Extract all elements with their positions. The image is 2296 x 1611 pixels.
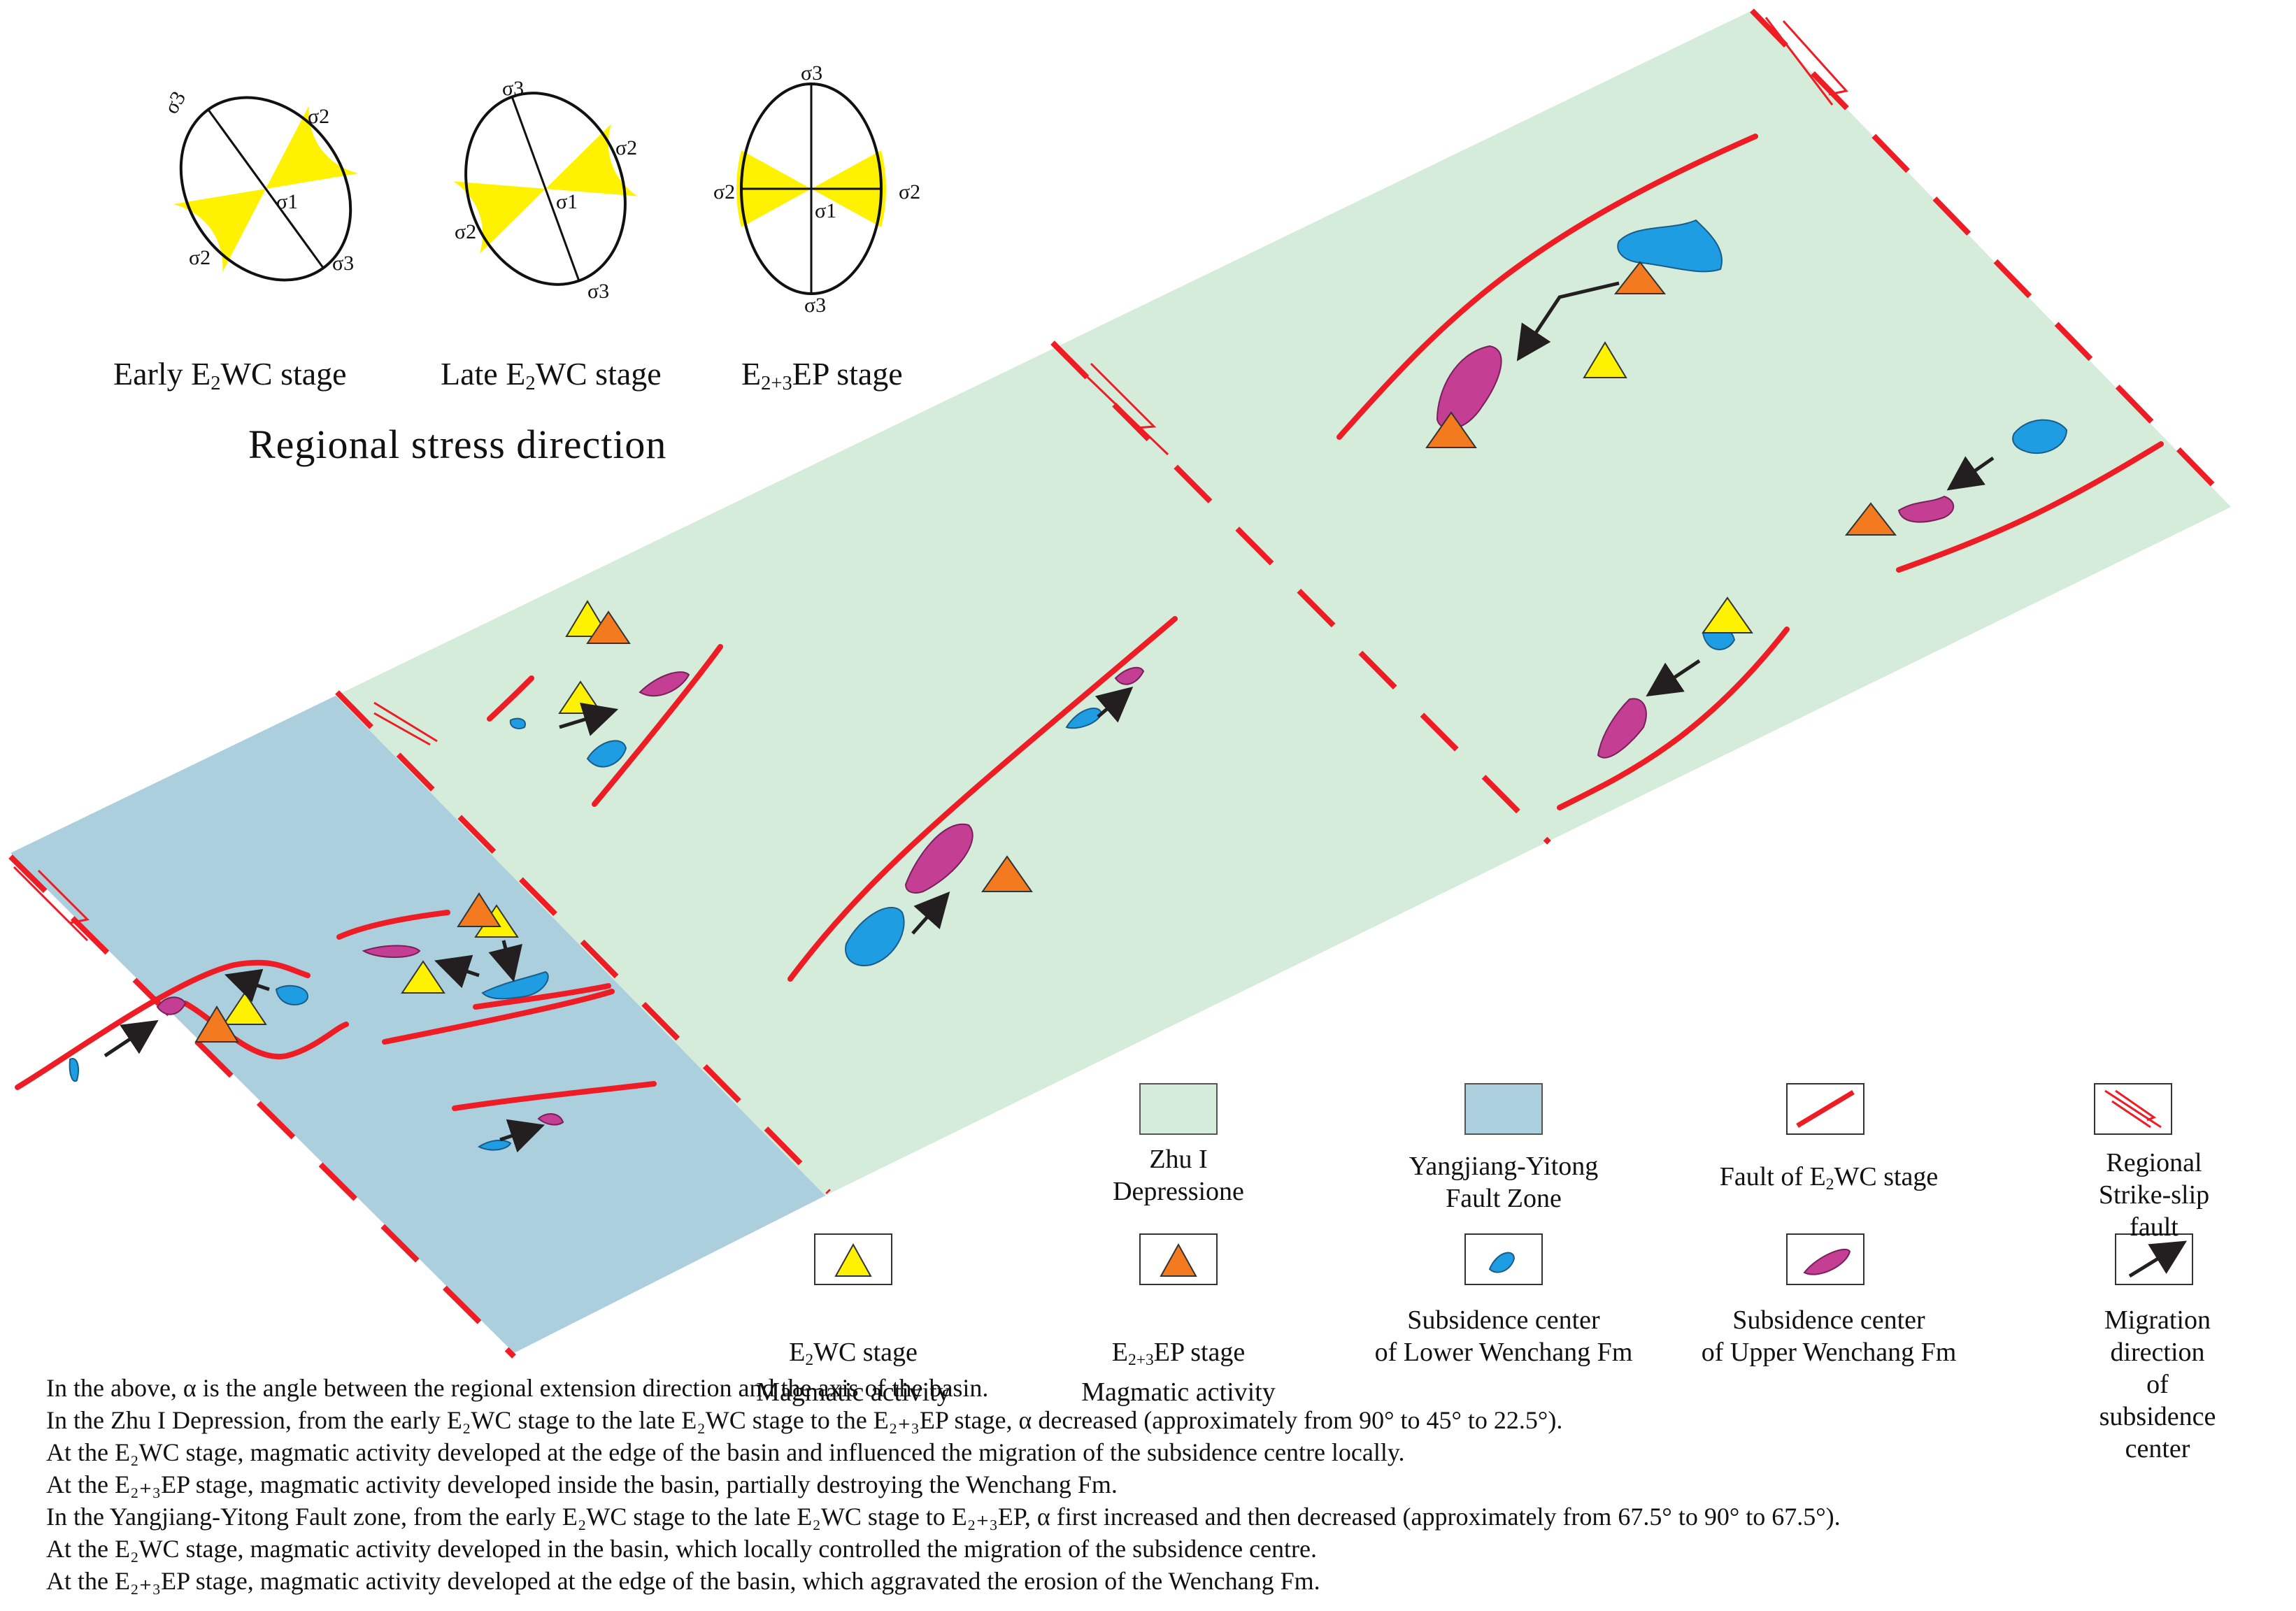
stage-label-late-e2wc: Late E2WC stage — [441, 356, 662, 395]
legend-e23ep-magma-label: E2+3EP stage Magmatic activity — [1081, 1338, 1276, 1407]
sigma1-label: σ1 — [556, 190, 578, 213]
legend-yangjiang-label: Yangjiang-Yitong Fault Zone — [1409, 1152, 1599, 1213]
legend-zhu-swatch — [1139, 1083, 1218, 1135]
sigma3-label: σ3 — [502, 77, 525, 100]
lower-wenchang-subsidence-centers — [69, 219, 2068, 1151]
legend-migration-label: Migration direction of subsidence center — [2099, 1305, 2216, 1463]
magenta-blob-icon — [1803, 1248, 1851, 1275]
stress-ellipse-e23ep — [736, 83, 886, 295]
note-line: At the E₂WC stage, magmatic activity dev… — [46, 1438, 1405, 1466]
note-line: At the E₂₊₃EP stage, magmatic activity d… — [46, 1470, 1118, 1498]
sigma3-label: σ3 — [587, 280, 610, 303]
sigma1-label: σ1 — [815, 199, 837, 222]
e23ep-magmatic-activity — [194, 261, 1897, 1043]
stress-ellipse-early-e2wc — [173, 96, 359, 282]
legend-e2wc-magma-label: E2WC stage Magmatic activity — [756, 1338, 950, 1407]
note-line: At the E₂WC stage, magmatic activity dev… — [46, 1535, 1317, 1563]
legend-lower-wc-label: Subsidence center of Lower Wenchang Fm — [1374, 1305, 1633, 1367]
caption-notes: In the above, α is the angle between the… — [46, 1372, 1841, 1597]
note-line: In the Zhu I Depression, from the early … — [46, 1406, 1563, 1434]
migration-arrow-icon — [2128, 1240, 2188, 1278]
sigma2-label: σ2 — [713, 180, 736, 203]
zhu-i-depression-region — [336, 10, 2231, 1196]
sigma2-label: σ2 — [308, 105, 330, 128]
yangjiang-yitong-fault-zone-region — [10, 696, 825, 1353]
legend-yangjiang-swatch — [1464, 1083, 1543, 1135]
legend-strike-slip-label: Regional Strike-slip fault — [2098, 1148, 2210, 1242]
sigma1-label: σ1 — [276, 190, 299, 213]
sigma2-label: σ2 — [615, 136, 638, 159]
stage-label-early-e2wc: Early E2WC stage — [113, 356, 347, 395]
sigma2-label: σ2 — [189, 246, 211, 269]
orange-triangle-icon — [1160, 1243, 1197, 1277]
strike-slip-fault-symbols — [13, 17, 1848, 942]
note-line: At the E₂₊₃EP stage, magmatic activity d… — [46, 1567, 1320, 1595]
yellow-triangle-icon — [834, 1243, 872, 1277]
legend-upper-wc-label: Subsidence center of Upper Wenchang Fm — [1701, 1305, 1957, 1367]
sigma3-label: σ3 — [801, 62, 823, 85]
legend-fault-label: Fault of E2WC stage — [1719, 1162, 1939, 1194]
note-line: In the above, α is the angle between the… — [46, 1374, 989, 1402]
subsidence-migration-arrows — [104, 281, 1995, 1153]
stage-label-e23ep: E2+3EP stage — [741, 356, 903, 395]
sigma2-label: σ2 — [455, 220, 477, 243]
fault-symbol-icon — [1796, 1089, 1855, 1129]
legend-zhu-label: Zhu I Depressione — [1113, 1145, 1244, 1206]
stress-panel-title: Regional stress direction — [248, 422, 667, 467]
sigma2-label: σ2 — [899, 180, 921, 203]
stress-ellipse-late-e2wc — [453, 92, 638, 286]
sigma3-label: σ3 — [332, 252, 355, 275]
sigma3-label: σ3 — [804, 294, 827, 317]
blue-blob-icon — [1488, 1252, 1516, 1273]
strike-slip-symbol-icon — [2104, 1089, 2162, 1129]
note-line: In the Yangjiang-Yitong Fault zone, from… — [46, 1503, 1841, 1531]
